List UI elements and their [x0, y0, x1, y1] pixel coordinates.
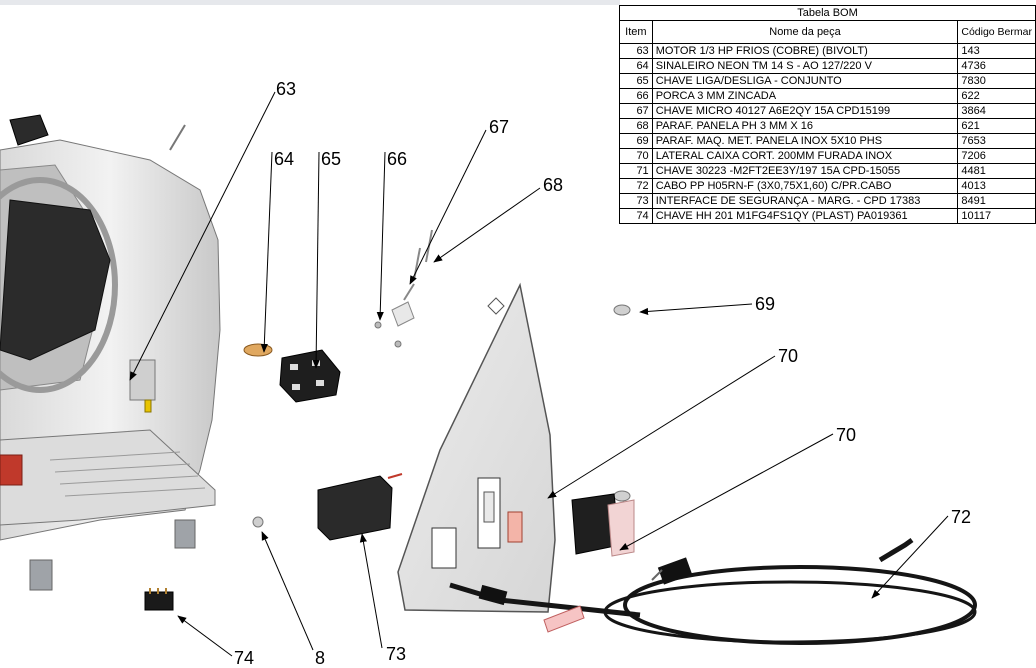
leader-69: [639, 303, 753, 316]
callout-63: 63: [276, 79, 296, 99]
bom-cell-code: 621: [957, 118, 1036, 134]
switch-assembly-part: [279, 349, 341, 403]
switch-71-part: [571, 493, 635, 557]
bom-cell-name: PARAF. PANELA PH 3 MM X 16: [651, 118, 959, 134]
bom-cell-code: 7206: [957, 148, 1036, 164]
leader-68: [433, 187, 541, 263]
callout-64: 64: [274, 149, 294, 169]
bom-cell-code: 7830: [957, 73, 1036, 89]
callout-70-lower: 70: [836, 425, 856, 445]
bom-cell-item: 64: [619, 58, 653, 74]
bom-header-row: Item Nome da peça Código Bermar: [619, 20, 1036, 44]
bom-cell-code: 4481: [957, 163, 1036, 179]
bom-cell-code: 143: [957, 43, 1036, 59]
bom-table: Tabela BOM Item Nome da peça Código Berm…: [619, 5, 1036, 224]
bom-cell-name: CHAVE LIGA/DESLIGA - CONJUNTO: [651, 73, 959, 89]
bom-cell-item: 74: [619, 208, 653, 224]
top-strip: [0, 0, 620, 5]
bom-title: Tabela BOM: [619, 5, 1036, 21]
bom-cell-item: 72: [619, 178, 653, 194]
bom-cell-item: 73: [619, 193, 653, 209]
leader-73: [359, 533, 383, 649]
callout-72: 72: [951, 507, 971, 527]
bom-cell-code: 7653: [957, 133, 1036, 149]
leader-66: [376, 151, 386, 321]
micro-switch-part: [391, 283, 415, 327]
callout-69: 69: [755, 294, 775, 314]
leader-63: [129, 91, 276, 381]
bom-cell-name: PARAF. MAQ. MET. PANELA INOX 5X10 PHS: [651, 133, 959, 149]
bom-cell-code: 622: [957, 88, 1036, 104]
bom-cell-name: LATERAL CAIXA CORT. 200MM FURADA INOX: [651, 148, 959, 164]
neon-indicator-part: [243, 343, 273, 357]
leader-72: [871, 515, 949, 599]
bom-cell-name: CABO PP H05RN-F (3X0,75X1,60) C/PR.CABO: [651, 178, 959, 194]
leader-65: [312, 151, 320, 369]
bom-cell-code: 10117: [957, 208, 1036, 224]
bom-cell-item: 71: [619, 163, 653, 179]
bom-cell-item: 66: [619, 88, 653, 104]
callout-65: 65: [321, 149, 341, 169]
bom-header-name: Nome da peça: [651, 20, 959, 44]
bom-cell-item: 67: [619, 103, 653, 119]
bom-cell-code: 3864: [957, 103, 1036, 119]
bom-cell-name: SINALEIRO NEON TM 14 S - AO 127/220 V: [651, 58, 959, 74]
switch-hh-part: [144, 588, 174, 611]
callout-67: 67: [489, 117, 509, 137]
safety-interface-part: [317, 473, 403, 541]
bom-cell-item: 68: [619, 118, 653, 134]
bom-cell-name: INTERFACE DE SEGURANÇA - MARG. - CPD 173…: [651, 193, 959, 209]
bom-cell-name: CHAVE 30223 -M2FT2EE3Y/197 15A CPD-15055: [651, 163, 959, 179]
bom-header-code: Código Bermar: [957, 20, 1036, 44]
callout-68: 68: [543, 175, 563, 195]
callout-8: 8: [315, 648, 325, 668]
leader-70a: [547, 355, 776, 499]
bom-cell-code: 8491: [957, 193, 1036, 209]
bom-cell-name: CHAVE MICRO 40127 A6E2QY 15A CPD15199: [651, 103, 959, 119]
leader-8: [261, 531, 314, 651]
callout-74: 74: [234, 648, 254, 668]
bom-cell-name: MOTOR 1/3 HP FRIOS (COBRE) (BIVOLT): [651, 43, 959, 59]
callout-70-upper: 70: [778, 346, 798, 366]
bom-cell-item: 70: [619, 148, 653, 164]
leader-67: [409, 129, 487, 285]
leader-74: [177, 615, 233, 657]
side-panel-part: [397, 282, 556, 613]
leader-64: [260, 151, 273, 353]
machine-body: [0, 114, 221, 591]
bom-cell-item: 65: [619, 73, 653, 89]
bom-cell-name: PORCA 3 MM ZINCADA: [651, 88, 959, 104]
bom-cell-code: 4736: [957, 58, 1036, 74]
bom-cell-item: 69: [619, 133, 653, 149]
bom-cell-name: CHAVE HH 201 M1FG4FS1QY (PLAST) PA019361: [651, 208, 959, 224]
callout-66: 66: [387, 149, 407, 169]
bom-cell-code: 4013: [957, 178, 1036, 194]
bom-header-item: Item: [619, 20, 653, 44]
bom-cell-item: 63: [619, 43, 653, 59]
callout-73: 73: [386, 644, 406, 664]
power-cable-part: [449, 537, 977, 645]
leader-70b: [619, 433, 834, 551]
